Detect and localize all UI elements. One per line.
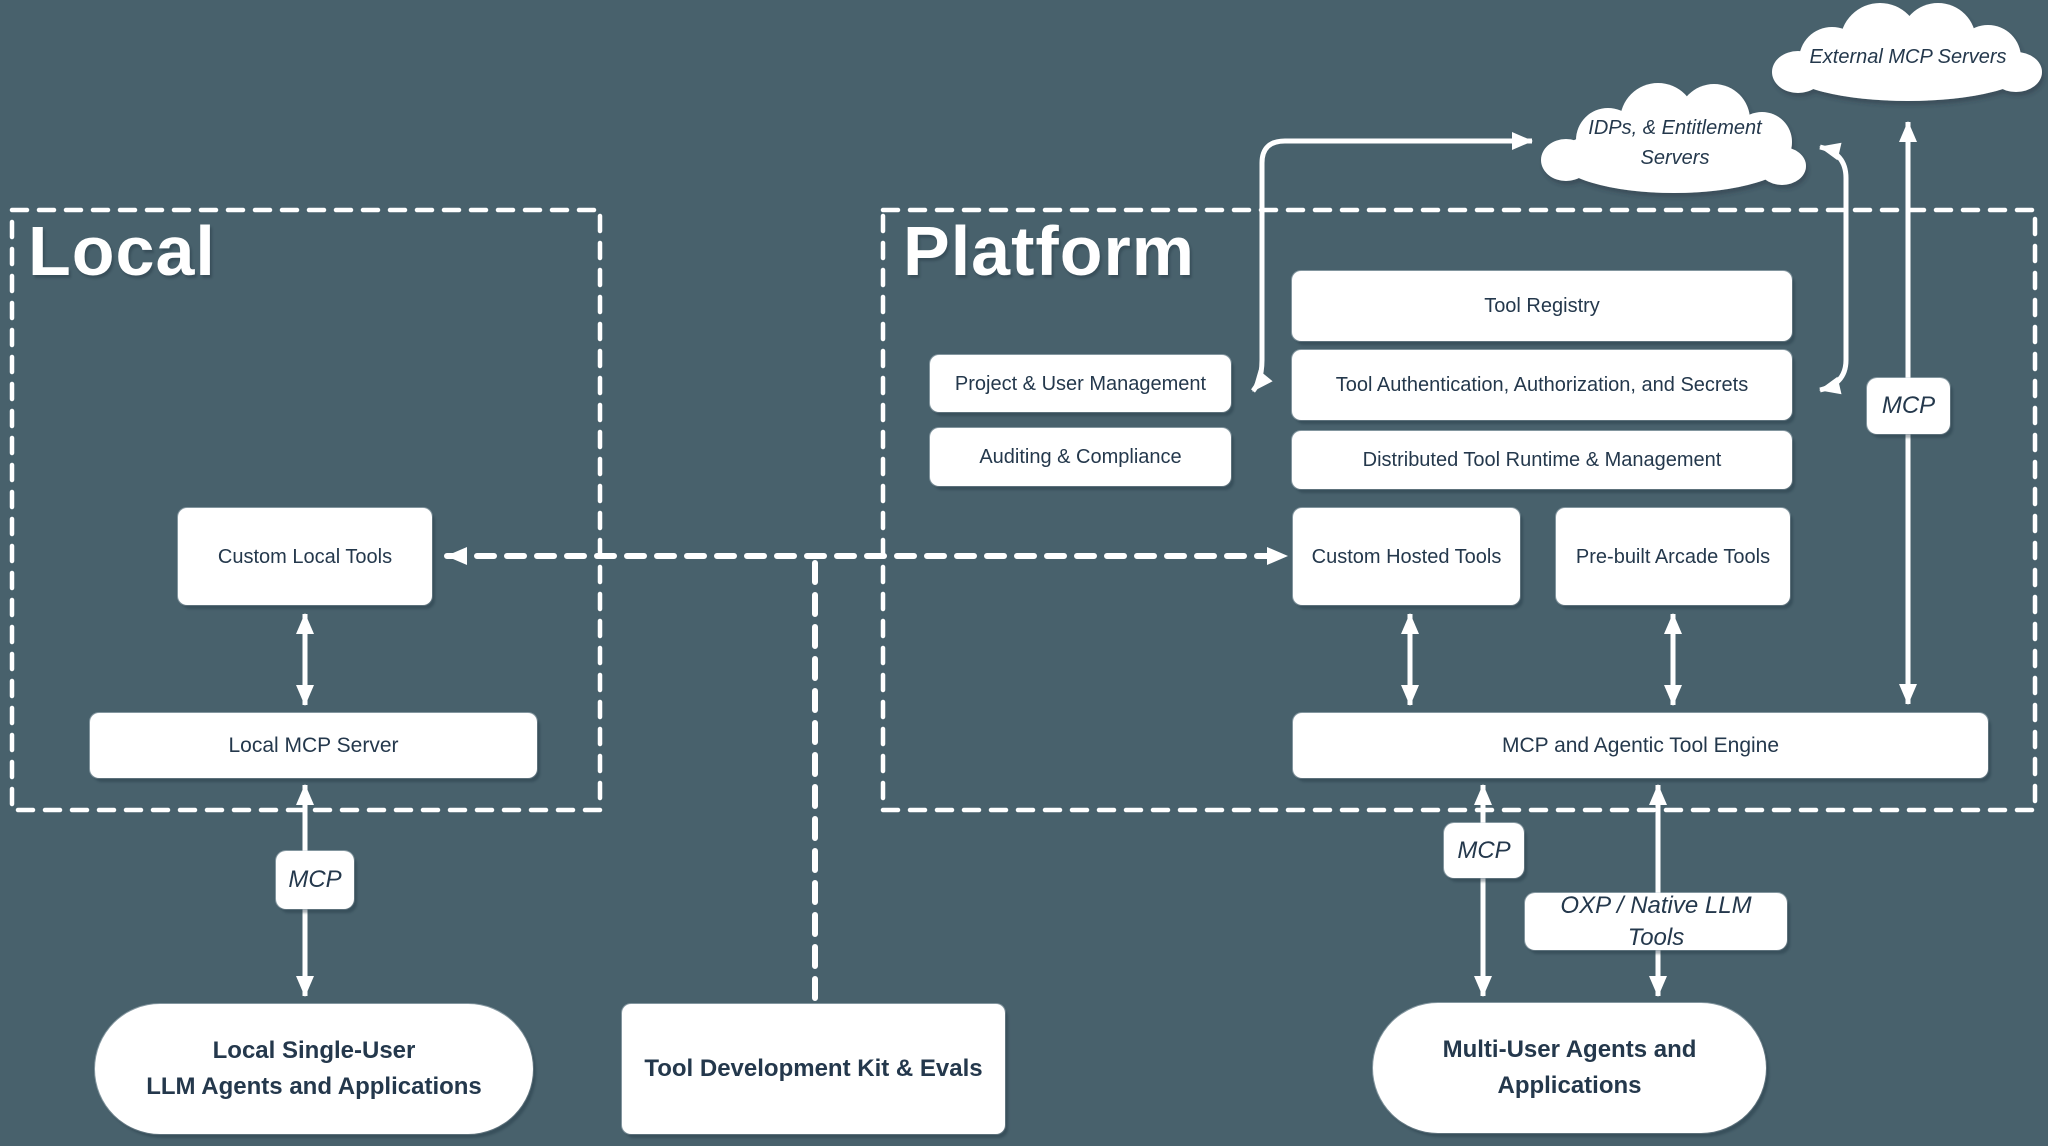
local-region-title: Local — [28, 212, 216, 290]
node-local-mcp-server: Local MCP Server — [90, 713, 537, 778]
node-distributed-runtime: Distributed Tool Runtime & Management — [1292, 431, 1792, 489]
node-multi-user-agents-line2: Applications — [1497, 1072, 1642, 1099]
external-mcp-cloud — [1772, 3, 2042, 101]
node-tool-auth: Tool Authentication, Authorization, and … — [1292, 350, 1792, 420]
arrow-project-user-mgmt-idps — [1250, 132, 1533, 393]
platform-region-title: Platform — [903, 212, 1195, 290]
node-auditing-compliance: Auditing & Compliance — [930, 428, 1231, 486]
node-prebuilt-arcade-tools: Pre-built Arcade Tools — [1556, 508, 1790, 605]
edge-label-mcp-engine: MCP — [1444, 823, 1524, 878]
node-custom-local-tools: Custom Local Tools — [178, 508, 432, 605]
node-local-agents-line2: LLM Agents and Applications — [146, 1073, 482, 1100]
external-mcp-cloud-label: External MCP Servers — [1809, 46, 2007, 68]
edge-label-oxp-native: OXP / Native LLM Tools — [1525, 892, 1787, 951]
node-tool-dev-kit: Tool Development Kit & Evals — [622, 1004, 1005, 1134]
node-custom-hosted-tools: Custom Hosted Tools — [1293, 508, 1520, 605]
arrow-tool-auth-idps — [1819, 142, 1849, 395]
edge-label-mcp-local: MCP — [276, 851, 354, 909]
node-local-agents-line1: Local Single-User — [212, 1037, 416, 1064]
idps-cloud-label-line1: IDPs, & Entitlement — [1588, 117, 1762, 139]
idps-cloud-label-line2: Servers — [1640, 147, 1710, 169]
edge-label-mcp-external: MCP — [1867, 378, 1950, 434]
node-tool-engine: MCP and Agentic Tool Engine — [1293, 713, 1988, 778]
node-project-user-mgmt: Project & User Management — [930, 355, 1231, 412]
node-multi-user-agents-line1: Multi-User Agents and — [1442, 1036, 1697, 1063]
idps-cloud — [1541, 83, 1806, 193]
node-tool-registry: Tool Registry — [1292, 271, 1792, 341]
